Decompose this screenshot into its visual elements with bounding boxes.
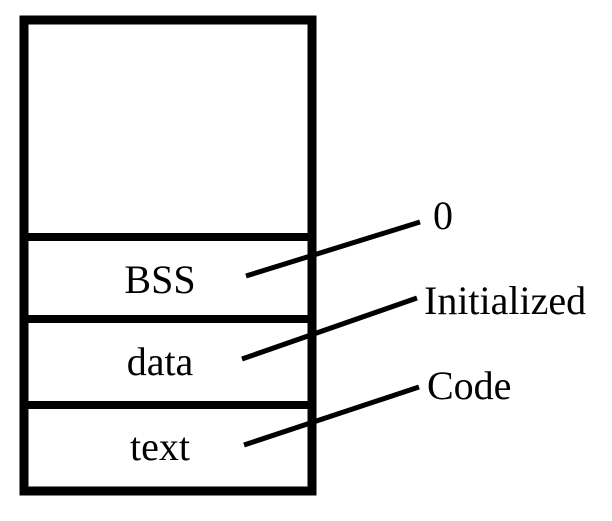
callout-label-text: Code — [427, 363, 511, 408]
callout-line-bss — [245, 219, 421, 279]
segment-label-data: data — [127, 339, 194, 384]
callout-label-bss: 0 — [433, 193, 453, 238]
callout-line-data — [241, 295, 418, 362]
callout-label-data: Initialized — [424, 278, 586, 323]
segment-label-text: text — [130, 424, 190, 469]
segment-label-bss: BSS — [124, 257, 195, 302]
callout-line-text — [243, 384, 420, 448]
memory-block-outline — [19, 15, 317, 496]
